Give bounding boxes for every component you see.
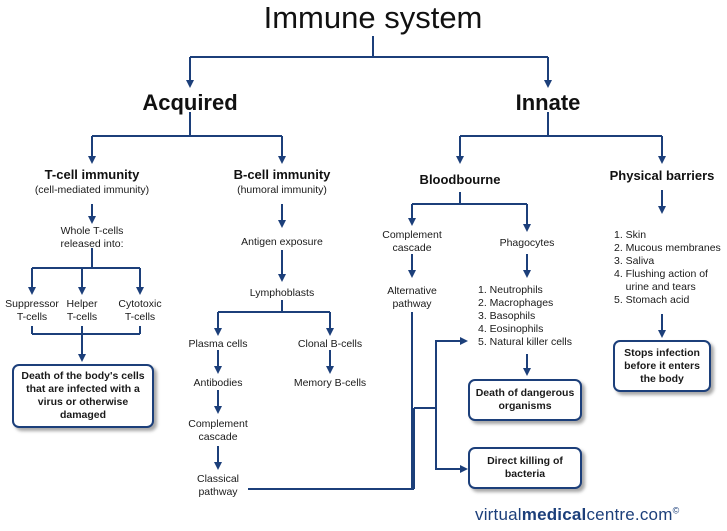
alternative-line1: Alternative bbox=[387, 285, 437, 297]
barrier-list-item: 2. Mucous membranes bbox=[614, 242, 721, 254]
lymphoblasts: Lymphoblasts bbox=[249, 287, 315, 299]
phagocyte-list-item: 2. Macrophages bbox=[478, 297, 554, 309]
phagocyte-list-item: 1. Neutrophils bbox=[478, 284, 543, 296]
brand-logo: virtualmedicalcentre.com© bbox=[475, 505, 679, 525]
innate-complement-line1: Complement bbox=[382, 229, 442, 241]
brand-bold: medical bbox=[521, 505, 587, 524]
barriers-outcome-box: Stops infection before it enters the bod… bbox=[613, 340, 711, 392]
barrier-list-item: 3. Saliva bbox=[614, 255, 655, 267]
alternative-line2: pathway bbox=[392, 298, 432, 310]
bcell-complement-line2: cascade bbox=[198, 431, 238, 443]
suppressor-line2: T-cells bbox=[16, 311, 48, 323]
brand-mark: © bbox=[672, 505, 680, 516]
plasma-cells: Plasma cells bbox=[188, 338, 248, 350]
cytotoxic-line1: Cytotoxic bbox=[118, 298, 162, 310]
antibodies: Antibodies bbox=[193, 377, 243, 389]
barrier-list-item: 1. Skin bbox=[614, 229, 647, 241]
bcell-subtitle: (humoral immunity) bbox=[237, 184, 327, 196]
death-box: Death of dangerous organisms bbox=[468, 379, 582, 421]
helper-line2: T-cells bbox=[66, 311, 98, 323]
tcell-heading: T-cell immunity bbox=[44, 167, 140, 182]
innate-heading: Innate bbox=[515, 90, 581, 115]
arrow-join-to-kill bbox=[435, 408, 468, 473]
brand-prefix: virtual bbox=[475, 505, 522, 524]
clonal-bcells: Clonal B-cells bbox=[297, 338, 363, 350]
diagram-title: Immune system bbox=[263, 0, 483, 35]
suppressor-line1: Suppressor bbox=[5, 298, 59, 310]
death-box-text: Death of dangerous organisms bbox=[475, 387, 575, 412]
antigen-exposure: Antigen exposure bbox=[241, 236, 323, 248]
bcell-complement-line1: Complement bbox=[188, 418, 248, 430]
barrier-list-item: urine and tears bbox=[614, 281, 696, 293]
helper-line1: Helper bbox=[66, 298, 98, 310]
classical-line2: pathway bbox=[198, 486, 238, 498]
tcell-released-line1: Whole T-cells bbox=[60, 225, 124, 237]
kill-box: Direct killing of bacteria bbox=[468, 447, 582, 489]
brand-suffix: centre.com bbox=[586, 505, 673, 524]
kill-box-text: Direct killing of bacteria bbox=[487, 455, 563, 480]
innate-complement-line2: cascade bbox=[392, 242, 432, 254]
classical-line1: Classical bbox=[196, 473, 240, 485]
bloodbourne-heading: Bloodbourne bbox=[419, 172, 501, 187]
phagocyte-list-item: 5. Natural killer cells bbox=[478, 336, 572, 348]
tcell-subtitle: (cell-mediated immunity) bbox=[34, 184, 150, 196]
phagocyte-list-item: 4. Eosinophils bbox=[478, 323, 544, 335]
barrier-list-item: 5. Stomach acid bbox=[614, 294, 690, 306]
barriers-heading: Physical barriers bbox=[609, 168, 715, 183]
barrier-list-item: 4. Flushing action of bbox=[614, 268, 708, 280]
tcell-released-line2: released into: bbox=[60, 238, 124, 250]
tcell-outcome-text: Death of the body's cells that are infec… bbox=[21, 370, 145, 421]
cytotoxic-line2: T-cells bbox=[124, 311, 156, 323]
phagocytes: Phagocytes bbox=[499, 237, 555, 249]
phagocyte-list-item: 3. Basophils bbox=[478, 310, 536, 322]
bcell-heading: B-cell immunity bbox=[233, 167, 331, 182]
memory-bcells: Memory B-cells bbox=[293, 377, 367, 389]
tcell-outcome-box: Death of the body's cells that are infec… bbox=[12, 364, 154, 428]
acquired-heading: Acquired bbox=[142, 90, 238, 115]
arrow-join-to-phagocytes bbox=[435, 337, 468, 408]
barriers-outcome-text: Stops infection before it enters the bod… bbox=[624, 346, 700, 385]
